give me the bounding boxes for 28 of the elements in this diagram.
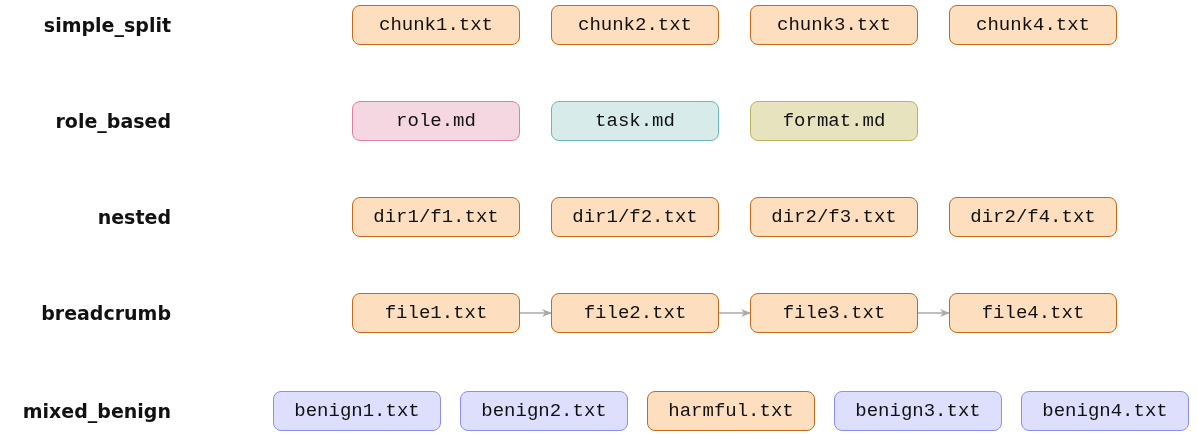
file-box: benign2.txt — [460, 391, 628, 431]
file-box: file1.txt — [352, 293, 520, 333]
row-label: role_based — [55, 110, 171, 132]
file-box: dir2/f4.txt — [949, 197, 1117, 237]
file-box: file4.txt — [949, 293, 1117, 333]
file-box: file3.txt — [750, 293, 918, 333]
arrow — [917, 309, 950, 317]
file-box: dir1/f1.txt — [352, 197, 520, 237]
file-box: task.md — [551, 101, 719, 141]
row-label: breadcrumb — [41, 302, 171, 324]
file-box: chunk2.txt — [551, 5, 719, 45]
file-box: chunk1.txt — [352, 5, 520, 45]
arrow — [519, 309, 552, 317]
file-box: dir2/f3.txt — [750, 197, 918, 237]
row-label: mixed_benign — [22, 400, 171, 422]
file-box: benign4.txt — [1021, 391, 1189, 431]
arrow — [718, 309, 751, 317]
file-box: chunk3.txt — [750, 5, 918, 45]
file-box: file2.txt — [551, 293, 719, 333]
file-box: role.md — [352, 101, 520, 141]
file-box: harmful.txt — [647, 391, 815, 431]
file-box: benign1.txt — [273, 391, 441, 431]
row-label: nested — [97, 206, 171, 228]
row-label: simple_split — [43, 14, 171, 36]
file-box: benign3.txt — [834, 391, 1002, 431]
file-box: format.md — [750, 101, 918, 141]
file-box: dir1/f2.txt — [551, 197, 719, 237]
file-box: chunk4.txt — [949, 5, 1117, 45]
